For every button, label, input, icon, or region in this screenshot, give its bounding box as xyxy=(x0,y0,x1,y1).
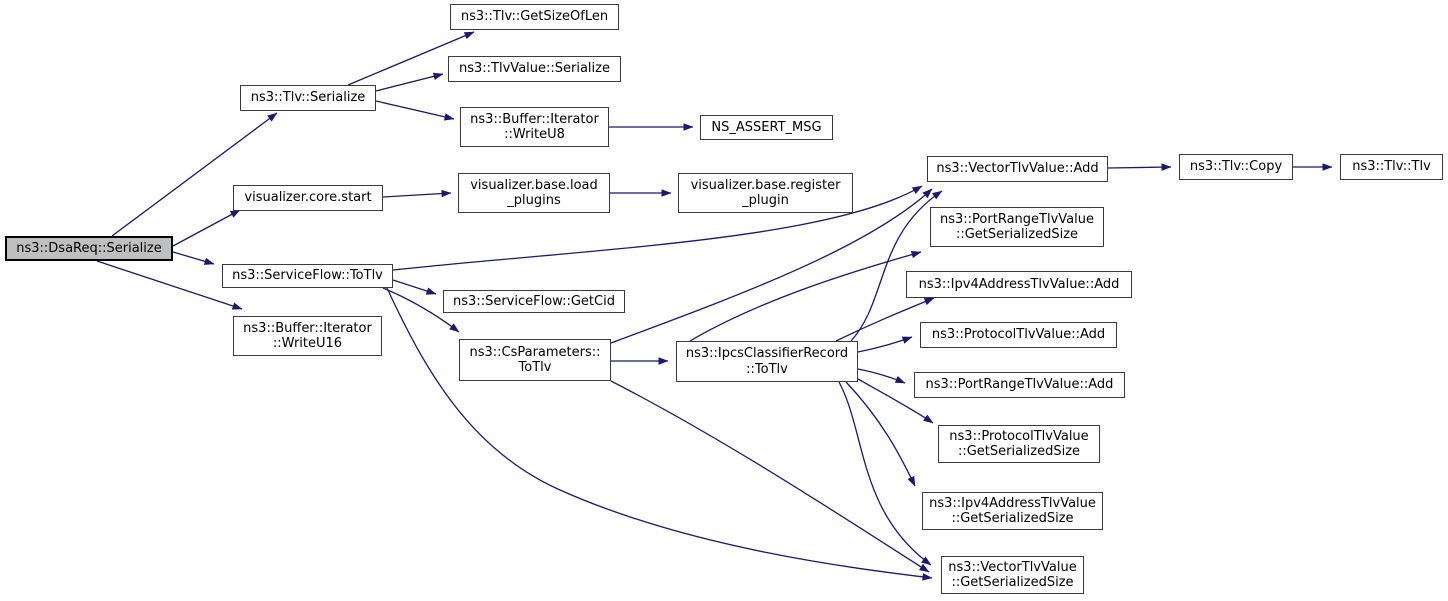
edge-serviceflow-totlv--vectortlvvalue-add xyxy=(392,185,923,271)
node-label: ns3::ServiceFlow::GetCid xyxy=(453,293,615,309)
node-label: ToTlv xyxy=(518,360,552,375)
node-label: visualizer.base.load xyxy=(470,177,598,193)
edge-csparameters-totlv--vectortlvvalue-getserializedsize xyxy=(610,380,930,573)
node-tlv-copy[interactable]: ns3::Tlv::Copy xyxy=(1179,154,1293,180)
edge-ipcsclassifierrecord-totlv--portrangetlvvalue-getserializedsize xyxy=(689,250,922,342)
edge-vectortlvvalue-add--tlv-copy xyxy=(1107,163,1172,171)
node-label: ns3::Ipv4AddressTlvValue xyxy=(929,495,1096,511)
node-portrangetlvvalue-add[interactable]: ns3::PortRangeTlvValue::Add xyxy=(914,372,1125,398)
node-ns-assert-msg[interactable]: NS_ASSERT_MSG xyxy=(700,115,833,140)
node-label: ns3::Ipv4AddressTlvValue::Add xyxy=(918,276,1120,292)
edge-ipcsclassifierrecord-totlv--protocoltlvvalue-add xyxy=(857,336,913,353)
edge-ipcsclassifierrecord-totlv--portrangetlvvalue-add xyxy=(857,368,906,384)
edge-tlv-serialize--tlvvalue-serialize xyxy=(375,72,444,92)
node-label: ns3::PortRangeTlvValue::Add xyxy=(925,377,1114,393)
node-label: ns3::Buffer::Iterator xyxy=(243,320,372,336)
node-label: ns3::Tlv::Tlv xyxy=(1352,159,1431,175)
node-label: ns3::ServiceFlow::ToTlv xyxy=(232,268,383,284)
node-protocoltlvvalue-add[interactable]: ns3::ProtocolTlvValue::Add xyxy=(920,322,1117,348)
node-vectortlvvalue-getserializedsize[interactable]: ns3::VectorTlvValue::GetSerializedSize xyxy=(941,556,1084,594)
edge-ipcsclassifierrecord-totlv--vectortlvvalue-add xyxy=(850,190,943,342)
node-visualizer-base-register-plugin[interactable]: visualizer.base.register_plugin xyxy=(678,173,853,213)
node-protocoltlvvalue-getserializedsize[interactable]: ns3::ProtocolTlvValue::GetSerializedSize xyxy=(938,425,1100,463)
node-label: ns3::DsaReq::Serialize xyxy=(16,240,162,256)
node-label: visualizer.base.register xyxy=(690,177,841,193)
node-label: ns3::ProtocolTlvValue::Add xyxy=(931,327,1106,343)
node-dsareq-serialize[interactable]: ns3::DsaReq::Serialize xyxy=(5,236,173,261)
node-label: ns3::VectorTlvValue xyxy=(948,559,1077,575)
node-buffer-iterator-writeu8[interactable]: ns3::Buffer::Iterator::WriteU8 xyxy=(460,107,609,147)
node-label: ns3::PortRangeTlvValue xyxy=(940,211,1094,227)
node-label: ::ToTlv xyxy=(746,361,788,377)
node-label: ns3::Tlv::GetSizeOfLen xyxy=(460,9,609,25)
node-label: ns3::Tlv::Serialize xyxy=(250,90,366,106)
node-csparameters-totlv[interactable]: ns3::CsParameters::ToTlv xyxy=(459,339,611,381)
node-buffer-iterator-writeu16[interactable]: ns3::Buffer::Iterator::WriteU16 xyxy=(233,316,382,356)
node-label: ns3::TlvValue::Serialize xyxy=(459,61,610,77)
edge-serviceflow-totlv--csparameters-totlv xyxy=(382,287,460,333)
edge-ipcsclassifierrecord-totlv--ipv4addresstlvvalue-getserializedsize xyxy=(845,381,916,487)
node-label: ns3::IpcsClassifierRecord xyxy=(685,346,849,361)
node-label: ns3::VectorTlvValue::Add xyxy=(936,161,1099,177)
node-vectortlvvalue-add[interactable]: ns3::VectorTlvValue::Add xyxy=(927,156,1108,182)
node-label: ::WriteU16 xyxy=(272,336,343,351)
node-portrangetlvvalue-getserializedsize[interactable]: ns3::PortRangeTlvValue::GetSerializedSiz… xyxy=(930,207,1104,247)
edge-dsareq-serialize--visualizer-core-start xyxy=(172,209,241,247)
node-tlv-getsizeoflen[interactable]: ns3::Tlv::GetSizeOfLen xyxy=(450,4,619,30)
node-serviceflow-getcid[interactable]: ns3::ServiceFlow::GetCid xyxy=(443,290,625,313)
node-ipv4addresstlvvalue-getserializedsize[interactable]: ns3::Ipv4AddressTlvValue::GetSerializedS… xyxy=(922,492,1103,530)
node-label: ::GetSerializedSize xyxy=(951,575,1074,590)
node-label: ::GetSerializedSize xyxy=(957,444,1081,459)
edge-tlv-serialize--tlv-getsizeoflen xyxy=(347,31,475,86)
node-label: ns3::Tlv::Copy xyxy=(1189,159,1283,175)
node-label: ::WriteU8 xyxy=(504,127,565,142)
edge-dsareq-serialize--serviceflow-totlv xyxy=(172,251,215,265)
edge-ipcsclassifierrecord-totlv--vectortlvvalue-getserializedsize xyxy=(838,381,932,566)
edge-csparameters-totlv--vectortlvvalue-add xyxy=(610,188,933,344)
node-serviceflow-totlv[interactable]: ns3::ServiceFlow::ToTlv xyxy=(222,264,393,288)
node-tlv-tlv[interactable]: ns3::Tlv::Tlv xyxy=(1340,154,1443,180)
node-visualizer-base-load-plugins[interactable]: visualizer.base.load_plugins xyxy=(458,173,610,213)
node-ipcsclassifierrecord-totlv[interactable]: ns3::IpcsClassifierRecord::ToTlv xyxy=(676,341,858,382)
node-label: visualizer.core.start xyxy=(244,190,372,206)
node-label: ns3::Buffer::Iterator xyxy=(470,111,599,127)
node-label: ::GetSerializedSize xyxy=(955,227,1079,242)
edge-serviceflow-totlv--vectortlvvalue-getserializedsize xyxy=(386,287,933,581)
edge-tlv-serialize--buffer-iterator-writeu8 xyxy=(375,100,455,121)
node-ipv4addresstlvvalue-add[interactable]: ns3::Ipv4AddressTlvValue::Add xyxy=(906,271,1132,298)
node-tlv-serialize[interactable]: ns3::Tlv::Serialize xyxy=(240,85,376,111)
node-label: ns3::CsParameters:: xyxy=(469,344,601,360)
edge-visualizer-core-start--visualizer-base-load-plugins xyxy=(382,189,452,198)
edge-ipcsclassifierrecord-totlv--ipv4addresstlvvalue-add xyxy=(835,297,935,342)
node-label: ns3::ProtocolTlvValue xyxy=(949,428,1089,444)
edge-ipcsclassifierrecord-totlv--protocoltlvvalue-getserializedsize xyxy=(857,378,934,424)
node-visualizer-core-start[interactable]: visualizer.core.start xyxy=(233,185,383,211)
edge-dsareq-serialize--buffer-iterator-writeu16 xyxy=(96,260,243,310)
node-label: _plugins xyxy=(507,193,561,208)
node-label: _plugin xyxy=(742,193,789,208)
edge-serviceflow-totlv--serviceflow-getcid xyxy=(392,279,437,295)
edge-dsareq-serialize--tlv-serialize xyxy=(111,112,278,237)
node-tlvvalue-serialize[interactable]: ns3::TlvValue::Serialize xyxy=(448,56,621,82)
node-label: ::GetSerializedSize xyxy=(951,511,1074,526)
node-label: NS_ASSERT_MSG xyxy=(711,119,822,135)
